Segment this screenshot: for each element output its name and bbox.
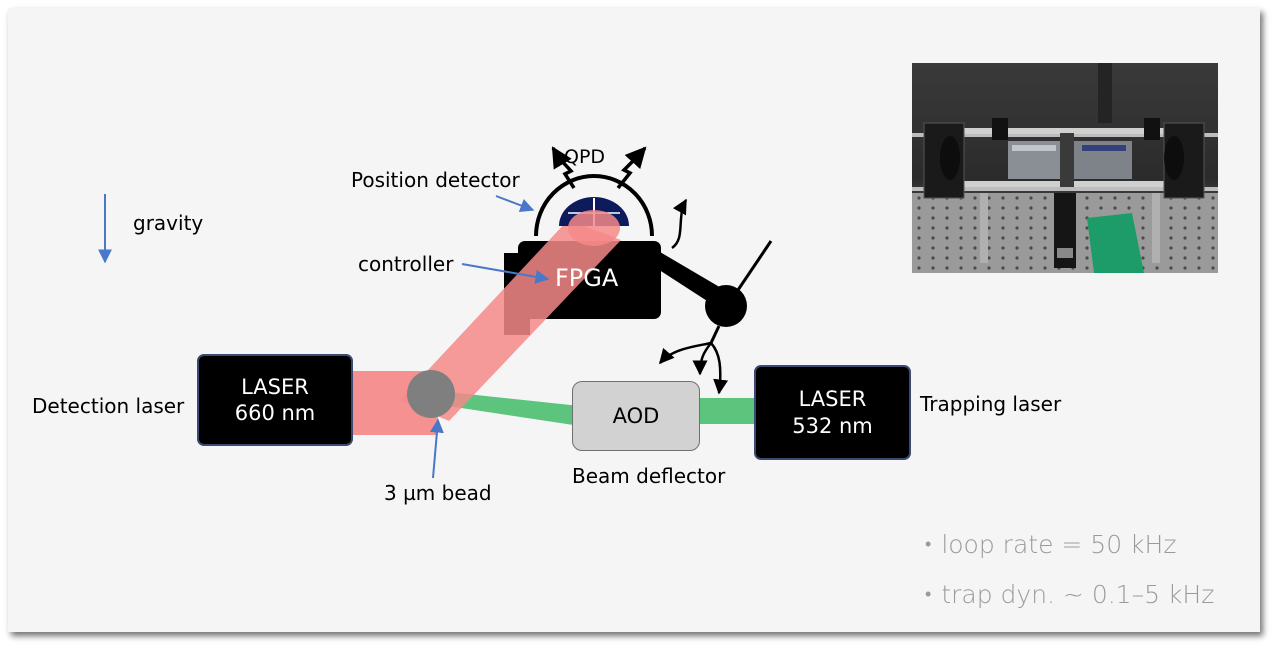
rf-arrow-down-right [710, 342, 729, 395]
trapping-laser-box: LASER 532 nm [754, 365, 911, 460]
optical-setup-diagram [98, 146, 773, 479]
detection-laser-label: Detection laser [32, 394, 185, 418]
aod-box: AOD [572, 381, 700, 451]
bullet-dot: • [925, 584, 932, 605]
bullet-list: •loop rate = 50 kHz •trap dyn. ~ 0.1–5 k… [925, 520, 1214, 620]
rf-input-line [736, 240, 773, 291]
qpd-signal-arrow-left [551, 146, 576, 189]
bead-label: 3 µm bead [384, 481, 492, 505]
setup-photo [912, 63, 1218, 273]
rf-arrow-left [659, 341, 712, 365]
trapping-laser-label: Trapping laser [920, 392, 1062, 416]
rf-mixer-node [705, 285, 747, 327]
bead [407, 370, 455, 418]
green-beam-segment [697, 398, 757, 424]
detection-laser-box: LASER 660 nm [197, 354, 353, 446]
controller-arrow [461, 263, 550, 284]
rf-stem [709, 325, 721, 344]
qpd-housing [534, 174, 654, 237]
position-detector-label: Position detector [351, 168, 520, 192]
rf-arrow-down-left [692, 342, 712, 376]
green-trapping-beam [448, 392, 580, 426]
qpd-label: QPD [564, 146, 606, 168]
position-detector-arrow [495, 195, 535, 213]
controller-label: controller [358, 252, 454, 276]
fpga-label: FPGA [555, 264, 619, 292]
red-beam-diagonal [400, 220, 621, 421]
red-beam-spot [568, 210, 620, 246]
bullet-item: •trap dyn. ~ 0.1–5 kHz [925, 580, 1215, 609]
beam-deflector-label: Beam deflector [572, 464, 726, 488]
fpga-output-arrow [671, 198, 688, 250]
bullet-item: •loop rate = 50 kHz [925, 530, 1177, 559]
bullet-dot: • [925, 534, 932, 555]
fpga-link-bar [650, 252, 728, 308]
slide: LASER 660 nm LASER 532 nm AOD FPGA QPD P… [8, 8, 1260, 632]
bead-arrow [429, 418, 444, 479]
gravity-label: gravity [133, 211, 204, 235]
qpd-signal-arrow-right [616, 146, 647, 190]
